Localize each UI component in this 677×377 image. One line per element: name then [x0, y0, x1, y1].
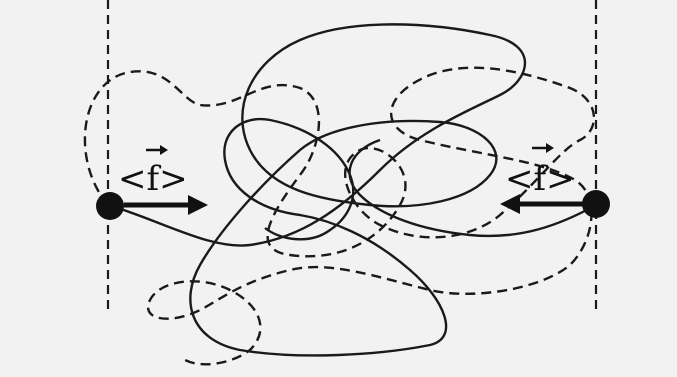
left-bead [96, 192, 124, 220]
right-force-arrow-head [500, 194, 520, 214]
right-force-label: <f> [505, 159, 575, 199]
right-vector-arrow-icon [532, 143, 554, 153]
left-force-arrow-head [188, 195, 208, 215]
solid-polymer-chain [107, 23, 597, 357]
left-force-label: <f> [118, 159, 188, 199]
right-bead [582, 190, 610, 218]
dashed-polymer-chain [83, 66, 595, 366]
left-vector-arrow-icon [146, 145, 168, 155]
